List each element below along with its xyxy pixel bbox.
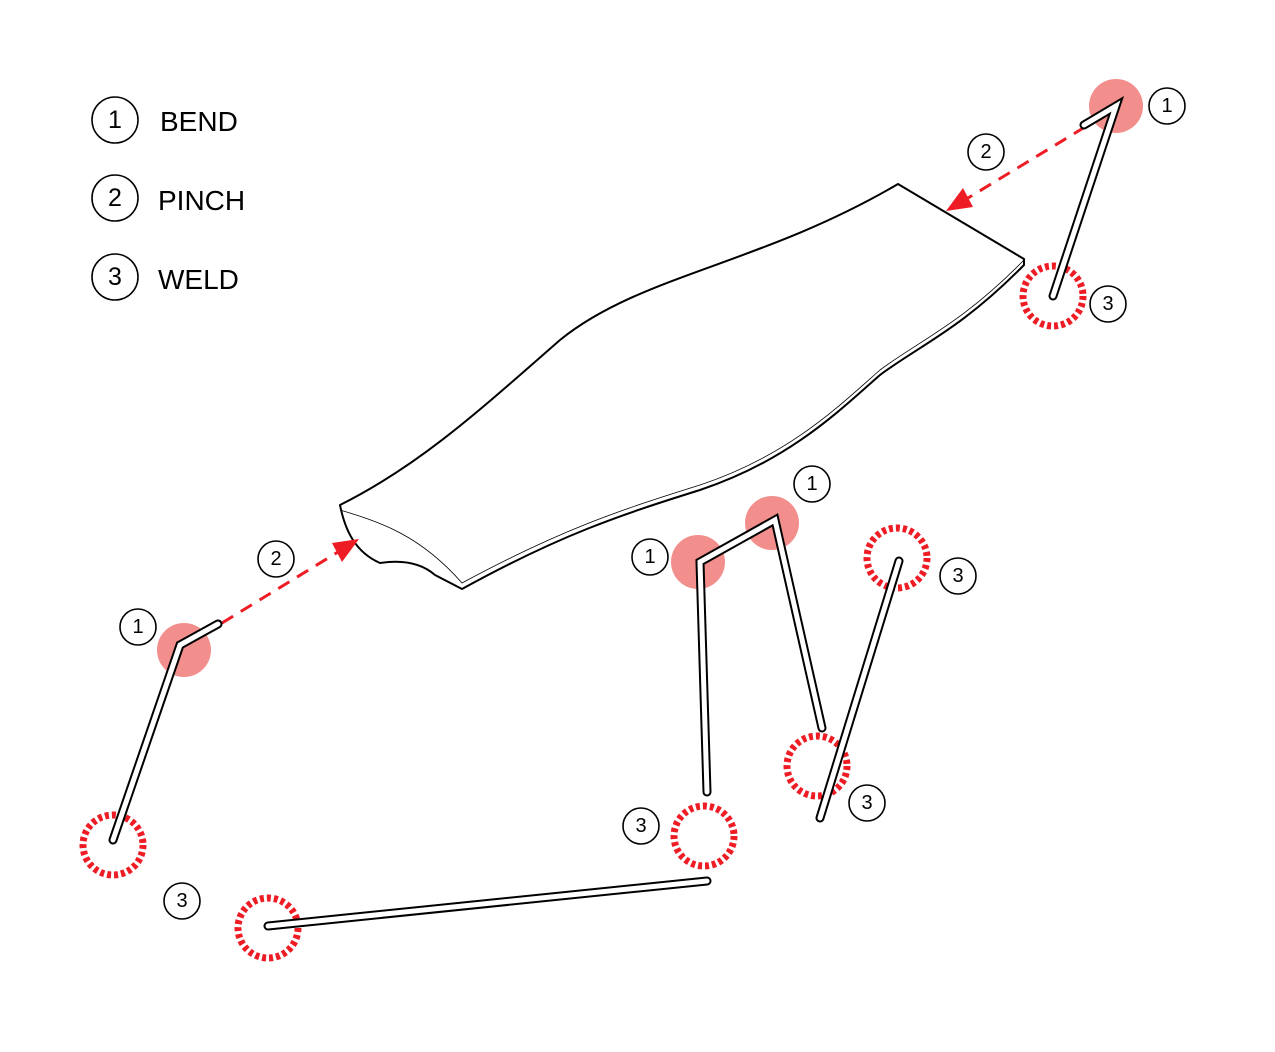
pinch-arrowhead bbox=[946, 188, 973, 211]
legend-bend-label: BEND bbox=[160, 106, 238, 137]
slab-body bbox=[339, 183, 1025, 590]
weld-marker bbox=[783, 732, 851, 800]
pinch-arrow-top bbox=[946, 125, 1086, 211]
legend-bend-number: 1 bbox=[108, 106, 122, 134]
weld-callout-circle bbox=[163, 882, 201, 920]
pinch-arrows bbox=[221, 125, 1086, 625]
bend-callout-circle bbox=[631, 538, 669, 576]
legend-item-bend: 1 BEND bbox=[91, 96, 238, 144]
legend-weld-number: 3 bbox=[108, 263, 122, 291]
weld-callout-number: 3 bbox=[176, 890, 187, 912]
pinch-line bbox=[967, 125, 1086, 200]
legend-pinch-label: PINCH bbox=[158, 185, 245, 216]
bend-callout-circle bbox=[1148, 87, 1186, 125]
weld-callout-circle bbox=[939, 557, 977, 595]
weld-marker bbox=[79, 811, 147, 879]
pinch-callout-circle bbox=[967, 133, 1005, 171]
pinch-arrowhead bbox=[332, 539, 359, 562]
wood-slab bbox=[339, 183, 1025, 590]
bend-callout-circle bbox=[119, 608, 157, 646]
pinch-callout-number: 2 bbox=[980, 141, 991, 163]
weld-callout-circle bbox=[1089, 285, 1127, 323]
bend-callout-number: 1 bbox=[132, 616, 143, 638]
bend-callout-number: 1 bbox=[1161, 95, 1172, 117]
weld-callout-circle bbox=[622, 807, 660, 845]
legend: 1 BEND 2 PINCH 3 WELD bbox=[91, 96, 245, 301]
pinch-callout-number: 2 bbox=[270, 548, 281, 570]
rod-highlight bbox=[1050, 100, 1121, 299]
weld-marker bbox=[670, 802, 738, 870]
legend-weld-label: WELD bbox=[158, 264, 239, 295]
bend-callout-number: 1 bbox=[806, 473, 817, 495]
bend-callout-circle bbox=[793, 465, 831, 503]
rod-highlight bbox=[265, 878, 710, 929]
weld-marker bbox=[1019, 262, 1087, 330]
rod-highlight bbox=[817, 558, 902, 821]
pinch-line bbox=[221, 550, 339, 625]
weld-marker bbox=[863, 524, 931, 592]
weld-callout-number: 3 bbox=[952, 565, 963, 587]
legend-item-weld: 3 WELD bbox=[91, 253, 239, 301]
pinch-arrow-left bbox=[221, 539, 359, 625]
legend-bend-circle bbox=[91, 96, 139, 144]
welds bbox=[79, 262, 1087, 962]
legend-weld-circle bbox=[91, 253, 139, 301]
weld-callout-number: 3 bbox=[1102, 293, 1113, 315]
rods bbox=[108, 95, 1125, 931]
legend-pinch-circle bbox=[91, 174, 139, 222]
rod-highlight bbox=[697, 516, 825, 795]
slab-top-edge bbox=[339, 259, 1025, 584]
weld-marker bbox=[234, 894, 302, 962]
weld-callout-number: 3 bbox=[861, 792, 872, 814]
bend-callout-number: 1 bbox=[644, 546, 655, 568]
weld-callout-number: 3 bbox=[635, 815, 646, 837]
weld-callout-circle bbox=[848, 784, 886, 822]
legend-item-pinch: 2 PINCH bbox=[91, 174, 245, 222]
legend-pinch-number: 2 bbox=[108, 184, 122, 212]
rod-highlight bbox=[110, 621, 221, 843]
pinch-callout-circle bbox=[257, 540, 295, 578]
callouts: 1 1 1 1 2 2 3 3 3 3 3 bbox=[119, 87, 1186, 920]
